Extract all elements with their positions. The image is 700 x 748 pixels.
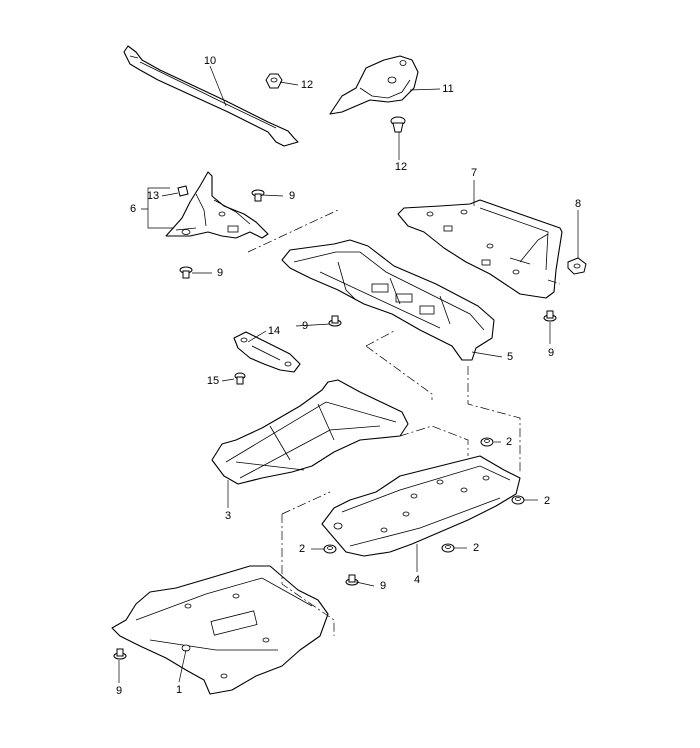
callout-c12b: 12 [395, 161, 407, 173]
callout-c9f: 9 [116, 685, 122, 697]
callout-c2c: 2 [299, 543, 305, 555]
alignment-lines [247, 209, 561, 636]
part-9-fastener-a [251, 189, 265, 202]
callout-c1: 1 [176, 684, 182, 696]
part-12-clip-upper [265, 73, 283, 89]
part-9-fastener-f [113, 648, 127, 660]
part-14-bracket [233, 331, 301, 373]
part-10-cross-member [123, 45, 299, 147]
part-11-cover [329, 55, 419, 115]
part-8-clip [567, 257, 587, 275]
callout-c2a: 2 [506, 436, 512, 448]
part-2-clip-a [480, 437, 494, 447]
callout-c14: 14 [268, 325, 280, 337]
part-3-panel [211, 379, 409, 485]
callout-c11: 11 [442, 83, 453, 95]
part-5-panel [281, 239, 495, 361]
callout-c7: 7 [471, 167, 477, 179]
part-9-fastener-d [543, 310, 557, 322]
callout-c15: 15 [207, 375, 219, 387]
callout-c3: 3 [225, 510, 231, 522]
part-7-panel [397, 199, 563, 299]
part-9-fastener-c [328, 315, 342, 327]
callout-c9e: 9 [380, 580, 386, 592]
callout-c9c: 9 [302, 320, 308, 332]
part-4-panel [321, 455, 521, 557]
callout-c2d: 2 [473, 542, 479, 554]
callout-c9b: 9 [217, 267, 223, 279]
callout-c6: 6 [130, 203, 136, 215]
callout-c9a: 9 [289, 190, 295, 202]
callout-c12a: 12 [301, 79, 313, 91]
callout-c9d: 9 [548, 347, 554, 359]
part-15-bolt [234, 372, 246, 385]
leader-lines [118, 65, 579, 683]
part-9-fastener-b [179, 266, 193, 279]
callout-c8: 8 [575, 198, 581, 210]
part-1-panel [111, 565, 329, 695]
part-9-fastener-e [345, 574, 359, 586]
callout-c4: 4 [414, 574, 420, 586]
part-2-clip-b [511, 495, 525, 505]
part-13-nut [177, 185, 189, 197]
part-2-clip-d [441, 543, 455, 553]
callout-c10: 10 [204, 55, 216, 67]
part-2-clip-c [323, 544, 337, 554]
callout-c2b: 2 [544, 495, 550, 507]
callout-c13: 13 [147, 190, 159, 202]
callout-c5: 5 [507, 351, 513, 363]
part-6-bracket [165, 171, 269, 239]
part-12-clip-lower [390, 116, 406, 133]
